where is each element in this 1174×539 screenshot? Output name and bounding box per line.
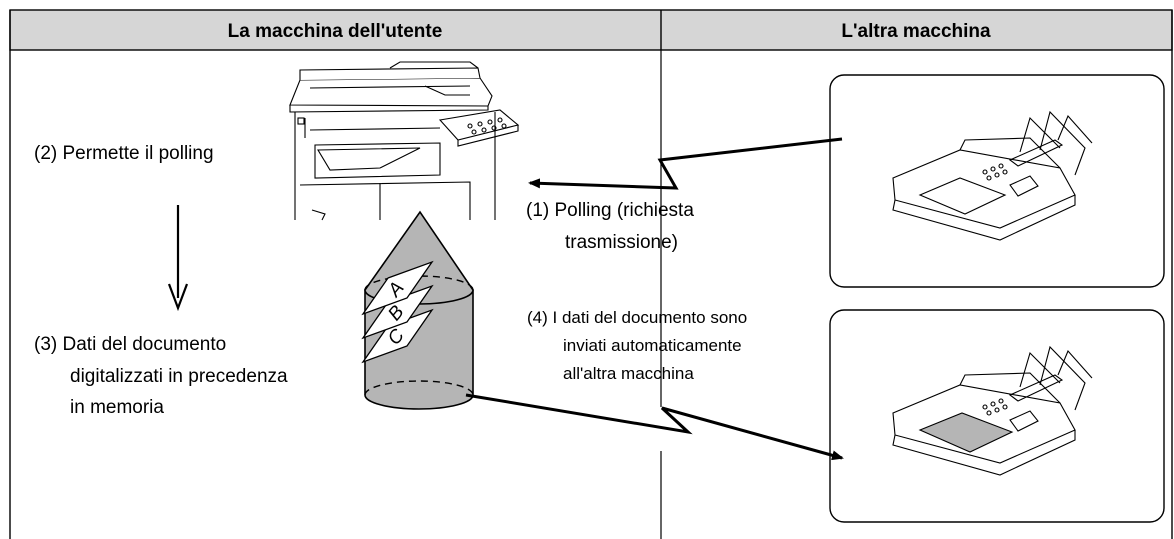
down-arrow — [167, 205, 189, 312]
fax-icon — [892, 345, 1093, 476]
memory-cylinder-icon: A B C — [361, 210, 474, 410]
step2-label: (2) Permette il polling — [34, 143, 214, 164]
step1-label-line2: trasmissione) — [565, 232, 678, 253]
step3-label-line3: in memoria — [70, 397, 164, 418]
fax-icon — [892, 110, 1093, 241]
table-frame — [9, 9, 1173, 539]
data-transmission-arrow — [465, 393, 844, 461]
step3-label-line1: (3) Dati del documento — [34, 334, 226, 355]
step4-label-line3: all'altra macchina — [563, 364, 694, 383]
step3-label-line2: digitalizzati in precedenza — [70, 366, 288, 387]
step1-label-line1: (1) Polling (richiesta — [526, 200, 694, 221]
printer-icon — [289, 61, 520, 221]
header-right-title: L'altra macchina — [841, 21, 991, 42]
polling-request-arrow — [528, 137, 843, 190]
step4-label-line2: inviati automaticamente — [563, 336, 742, 355]
step4-label-line1: (4) I dati del documento sono — [527, 308, 747, 327]
header-left-title: La macchina dell'utente — [228, 21, 443, 42]
